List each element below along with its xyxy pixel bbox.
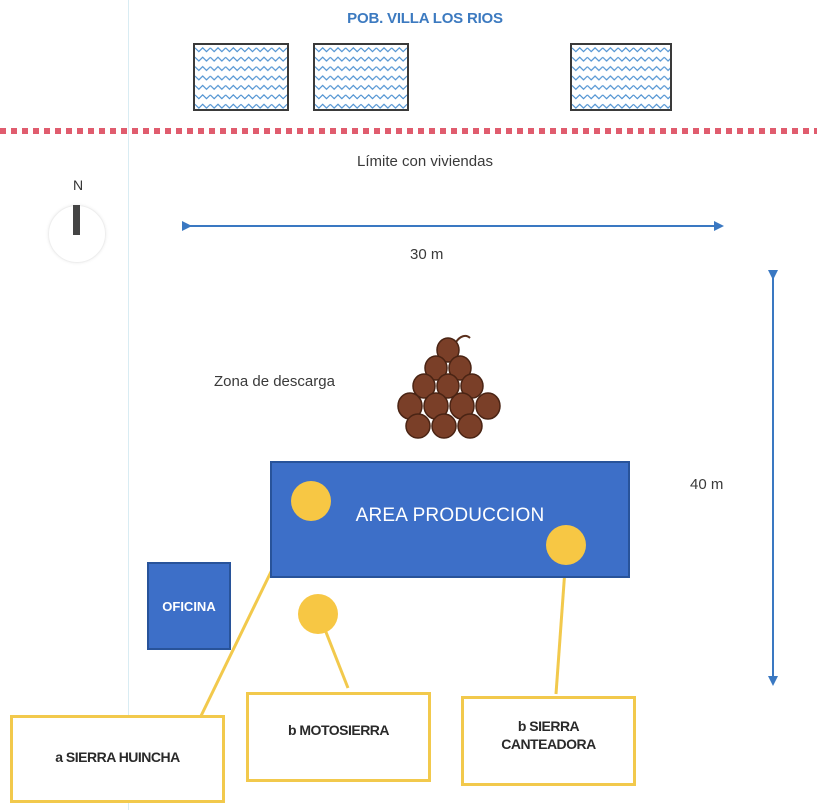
log-pile-icon (397, 334, 501, 439)
map-title: POB. VILLA LOS RIOS (347, 10, 503, 27)
production-area-label: AREA PRODUCCION (355, 505, 545, 526)
equipment-label-line2: CANTEADORA (501, 736, 596, 753)
boundary-label: Límite con viviendas (357, 153, 493, 170)
compass-needle (73, 205, 80, 235)
margin-line (128, 0, 129, 810)
marker-motosierra (298, 594, 338, 634)
height-dimension-label: 40 m (690, 476, 724, 493)
equipment-tag-sierra-canteadora: b SIERRA CANTEADORA (461, 696, 636, 786)
unloading-zone-label: Zona de descarga (214, 373, 335, 390)
marker-sierra-canteadora (546, 525, 586, 565)
house-block-icon (193, 43, 289, 111)
width-dimension-label: 30 m (410, 246, 444, 263)
equipment-label-line1: b SIERRA (517, 718, 580, 734)
equipment-label: a SIERRA HUINCHA (55, 749, 180, 765)
office-block (147, 562, 231, 650)
equipment-tag-sierra-huincha: a SIERRA HUINCHA (10, 715, 225, 803)
house-block-icon (313, 43, 409, 111)
compass-north-label: N (72, 177, 84, 193)
leader-line-sierra-canteadora (554, 554, 568, 695)
office-label: OFICINA (162, 599, 216, 614)
marker-sierra-huincha (291, 481, 331, 521)
house-block-icon (570, 43, 672, 111)
equipment-label: b MOTOSIERRA (287, 722, 390, 738)
leader-line-motosierra (320, 621, 350, 689)
equipment-tag-motosierra: b MOTOSIERRA (246, 692, 431, 782)
production-area (270, 461, 630, 578)
